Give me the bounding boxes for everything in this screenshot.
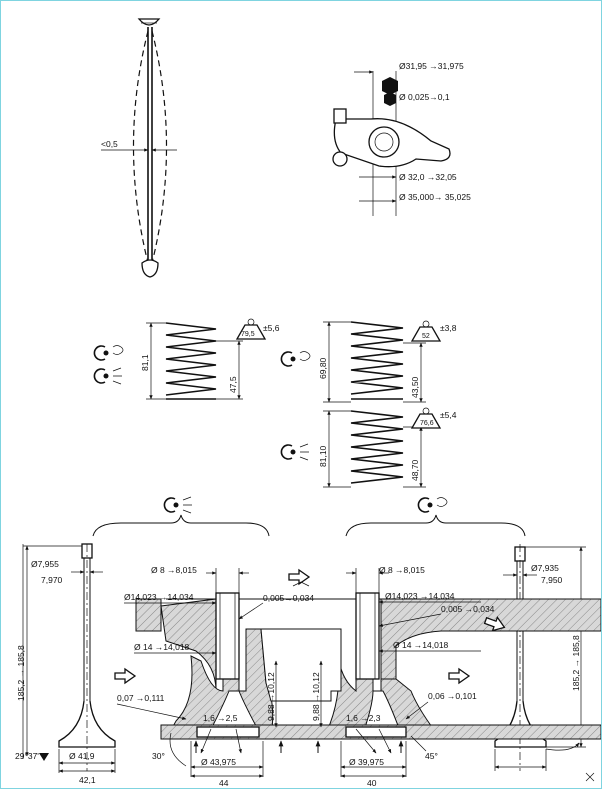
intake-side-brace <box>345 497 526 537</box>
intake-valve-head-dia: Ø 41,9 <box>69 751 95 761</box>
pushrod-top-cup <box>137 18 161 26</box>
pushrod-deflection-right <box>151 30 168 264</box>
right-spacing: 40 <box>367 778 377 788</box>
weight-icon-2 <box>410 326 442 342</box>
spring-inner: 81,10 48,70 76,6 ±5,4 <box>280 407 457 488</box>
spring-single: 81,1 47,5 79,5 ±5,6 <box>93 318 280 400</box>
right-valve-seat <box>345 726 407 738</box>
spring-outer-load: 52 <box>422 333 430 340</box>
spring-outer-free-length: 69,80 <box>318 357 328 379</box>
spring-inner-free-length: 81,10 <box>318 445 328 467</box>
spring-single-loaded-length: 47,5 <box>228 376 238 393</box>
left-valve-seat <box>196 726 260 738</box>
exhaust-valve-head <box>494 700 547 748</box>
intake-valve-length: 185,2 → 185,8 <box>16 645 26 701</box>
spring-outer: 69,80 43,50 52 ±3,8 <box>280 320 457 403</box>
left-spacing: 44 <box>219 778 229 788</box>
spring-inner-coil <box>350 410 404 484</box>
rocker-bore-dia: Ø 32,0 →32,05 <box>399 172 457 182</box>
install-arrow-icon-2 <box>483 616 506 632</box>
exhaust-symbol-icon-2 <box>280 444 293 460</box>
spring-single-tolerance: ±5,6 <box>263 323 280 333</box>
intake-valve-stem-dia: Ø7,955 <box>31 559 59 569</box>
pushrod-runout-label: <0,5 <box>101 139 118 149</box>
left-seat-interference: 0,07 →0,111 <box>117 693 165 703</box>
install-arrow-icon-3 <box>114 667 137 685</box>
pushrod-ball-end <box>141 259 159 278</box>
exhaust-valve-stem-dia: Ø7,935 <box>531 563 559 573</box>
exhaust-brace-icon <box>163 497 176 513</box>
pushrod-deflection-left <box>132 30 149 264</box>
right-guide-height: 9,88 →10,12 <box>311 672 321 721</box>
weight-icon <box>235 324 267 340</box>
spring-inner-tolerance: ±5,4 <box>440 410 457 420</box>
exhaust-side-brace <box>92 496 270 537</box>
exhaust-valve-stem-dia-max: 7,950 <box>541 575 563 585</box>
exhaust-symbol-icon <box>93 368 106 384</box>
left-seat-angle: 30° <box>152 751 165 761</box>
spring-outer-loaded-length: 43,50 <box>410 376 420 398</box>
right-guide-outer-dia: Ø14,023 →14,034 <box>385 591 455 601</box>
right-seat-width: 1,6 →2,3 <box>346 713 381 723</box>
right-seat-dia: Ø 39,975 <box>349 757 384 767</box>
angle-marker-icon <box>39 753 49 761</box>
pushrod: <0,5 <box>101 18 177 278</box>
weight-icon-3 <box>410 413 442 429</box>
left-valve-guide <box>215 592 240 680</box>
spring-single-coil <box>165 322 217 396</box>
left-guide-interference: 0,005→0,034 <box>263 593 314 603</box>
corner-mark-icon <box>585 772 595 782</box>
install-arrow-icon <box>288 568 311 586</box>
exhaust-valve-length: 185,2 → 185,8 <box>571 635 581 691</box>
intake-valve-head-outer: 42,1 <box>79 775 96 785</box>
right-seat-interference: 0,06 →0,101 <box>428 691 477 701</box>
spring-outer-tolerance: ±3,8 <box>440 323 457 333</box>
clearance-symbol-icon <box>382 77 398 95</box>
right-guide-bore-dia: Ø 8 →8,015 <box>379 565 425 575</box>
intake-brace-icon <box>417 497 430 513</box>
right-valve-guide <box>355 592 380 680</box>
intake-symbol-icon <box>93 345 106 361</box>
intake-valve: 185,2 → 185,8 Ø7,955 7,970 29°37' Ø 41,9… <box>15 543 116 785</box>
rocker-outer-dia: Ø 35,000→ 35,025 <box>399 192 471 202</box>
left-head-bore-dia: Ø 14 →14,018 <box>134 642 190 652</box>
rocker-bore <box>368 126 400 158</box>
spring-single-load: 79,5 <box>241 331 255 338</box>
spring-inner-load: 76,6 <box>420 420 434 427</box>
cylinder-head-section: Ø 8 →8,015 Ø 8 →8,015 Ø14,023 →14,034 Ø1… <box>114 565 602 788</box>
rocker-shaft-dia: Ø31,95 →31,975 <box>399 61 464 71</box>
intake-valve-seat-angle: 29°37' <box>15 751 39 761</box>
left-seat-dia: Ø 43,975 <box>201 757 236 767</box>
left-seat-width: 1,6 →2,5 <box>203 713 238 723</box>
rocker-clearance: Ø 0,025→0,1 <box>399 92 450 102</box>
left-guide-height: 9,88 →10,12 <box>266 672 276 721</box>
spring-inner-loaded-length: 48,70 <box>410 459 420 481</box>
right-guide-interference: 0,005 →0,034 <box>441 604 495 614</box>
right-head-bore-dia: Ø 14 →14,018 <box>393 640 449 650</box>
rocker-arm: Ø31,95 →31,975 Ø 0,025→0,1 Ø 32,0 →32,05… <box>332 61 471 216</box>
rocker-ball-socket <box>332 151 348 167</box>
left-guide-outer-dia: Ø14,023 →14,034 <box>124 592 194 602</box>
spring-single-free-length: 81,1 <box>140 354 150 371</box>
install-arrow-icon-4 <box>448 667 471 685</box>
right-seat-angle: 45° <box>425 751 438 761</box>
spring-outer-coil <box>350 321 404 395</box>
intake-symbol-icon-2 <box>280 351 293 367</box>
rocker-adjust-screw <box>333 108 347 124</box>
intake-valve-stem-dia-max: 7,970 <box>41 575 63 585</box>
left-guide-bore-dia: Ø 8 →8,015 <box>151 565 197 575</box>
